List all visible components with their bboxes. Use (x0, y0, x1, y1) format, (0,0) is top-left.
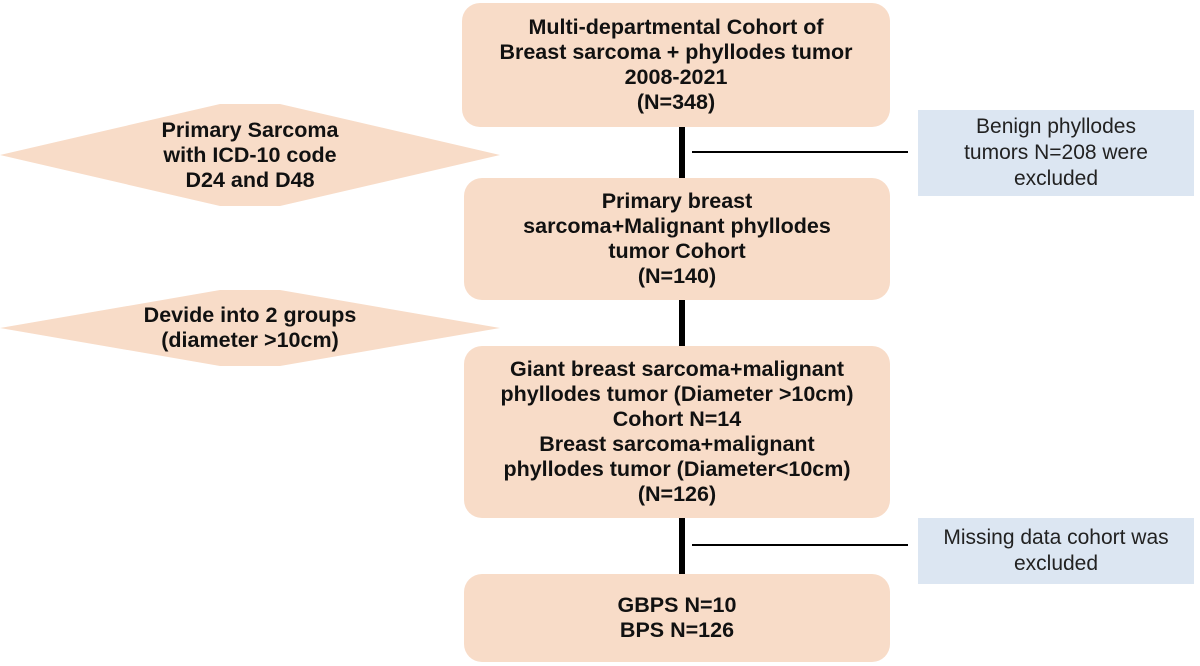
connector-3 (679, 517, 685, 574)
cohort-all-line-1: Multi-departmental Cohort of (528, 15, 824, 39)
criteria-split-diamond: Devide into 2 groups (diameter >10cm) (0, 288, 500, 368)
cohort-final-box: GBPS N=10 BPS N=126 (464, 574, 890, 662)
cohort-all-line-2: Breast sarcoma + phyllodes tumor (499, 40, 853, 64)
connector-2 (679, 300, 685, 348)
diamond-shape (0, 104, 500, 206)
criteria-icd-line-2: with ICD-10 code (163, 142, 337, 167)
criteria-split-line-2: (diameter >10cm) (161, 328, 339, 352)
criteria-split-line-1: Devide into 2 groups (143, 303, 357, 327)
criteria-icd-text: Primary Sarcoma with ICD-10 code D24 and… (0, 100, 500, 210)
cohort-groups-line-2: phyllodes tumor (Diameter >10cm) (500, 382, 854, 406)
cohort-groups-line-6: (N=126) (637, 482, 717, 506)
criteria-split-text: Devide into 2 groups (diameter >10cm) (0, 288, 500, 368)
excluded-missing-line-1: Missing data cohort was (943, 526, 1169, 549)
excluded-missing-note: Missing data cohort was excluded (918, 518, 1194, 584)
excluded-benign-line-2: tumors N=208 were (964, 141, 1148, 164)
cohort-groups-line-3: Cohort N=14 (612, 407, 742, 431)
cohort-primary-line-3: tumor Cohort (608, 239, 746, 263)
excluded-benign-line-3: excluded (1013, 167, 1099, 190)
connector-1 (679, 127, 685, 179)
cohort-groups-box: Giant breast sarcoma+malignant phyllodes… (464, 346, 890, 518)
exclusion-branch-2 (692, 544, 908, 546)
cohort-primary-box: Primary breast sarcoma+Malignant phyllod… (464, 178, 890, 300)
criteria-icd-line-1: Primary Sarcoma (161, 117, 339, 142)
cohort-groups-line-5: phyllodes tumor (Diameter<10cm) (503, 457, 851, 481)
cohort-all-box: Multi-departmental Cohort of Breast sarc… (462, 3, 890, 127)
criteria-icd-line-3: D24 and D48 (185, 167, 315, 192)
cohort-primary-line-2: sarcoma+Malignant phyllodes (523, 214, 831, 238)
cohort-groups-line-4: Breast sarcoma+malignant (539, 432, 815, 456)
cohort-final-line-1: GBPS N=10 (617, 593, 737, 617)
cohort-all-line-4: (N=348) (636, 90, 716, 114)
exclusion-branch-1 (692, 151, 908, 153)
excluded-missing-line-2: excluded (1013, 552, 1099, 575)
excluded-benign-line-1: Benign phyllodes (976, 115, 1136, 138)
cohort-primary-line-4: (N=140) (637, 264, 717, 288)
criteria-icd-diamond: Primary Sarcoma with ICD-10 code D24 and… (0, 100, 500, 210)
cohort-final-line-2: BPS N=126 (619, 618, 735, 642)
excluded-benign-note: Benign phyllodes tumors N=208 were exclu… (918, 110, 1194, 196)
cohort-primary-line-1: Primary breast (601, 189, 753, 213)
cohort-all-line-3: 2008-2021 (624, 65, 728, 89)
cohort-groups-line-1: Giant breast sarcoma+malignant (510, 357, 844, 381)
diamond-shape (0, 290, 500, 366)
